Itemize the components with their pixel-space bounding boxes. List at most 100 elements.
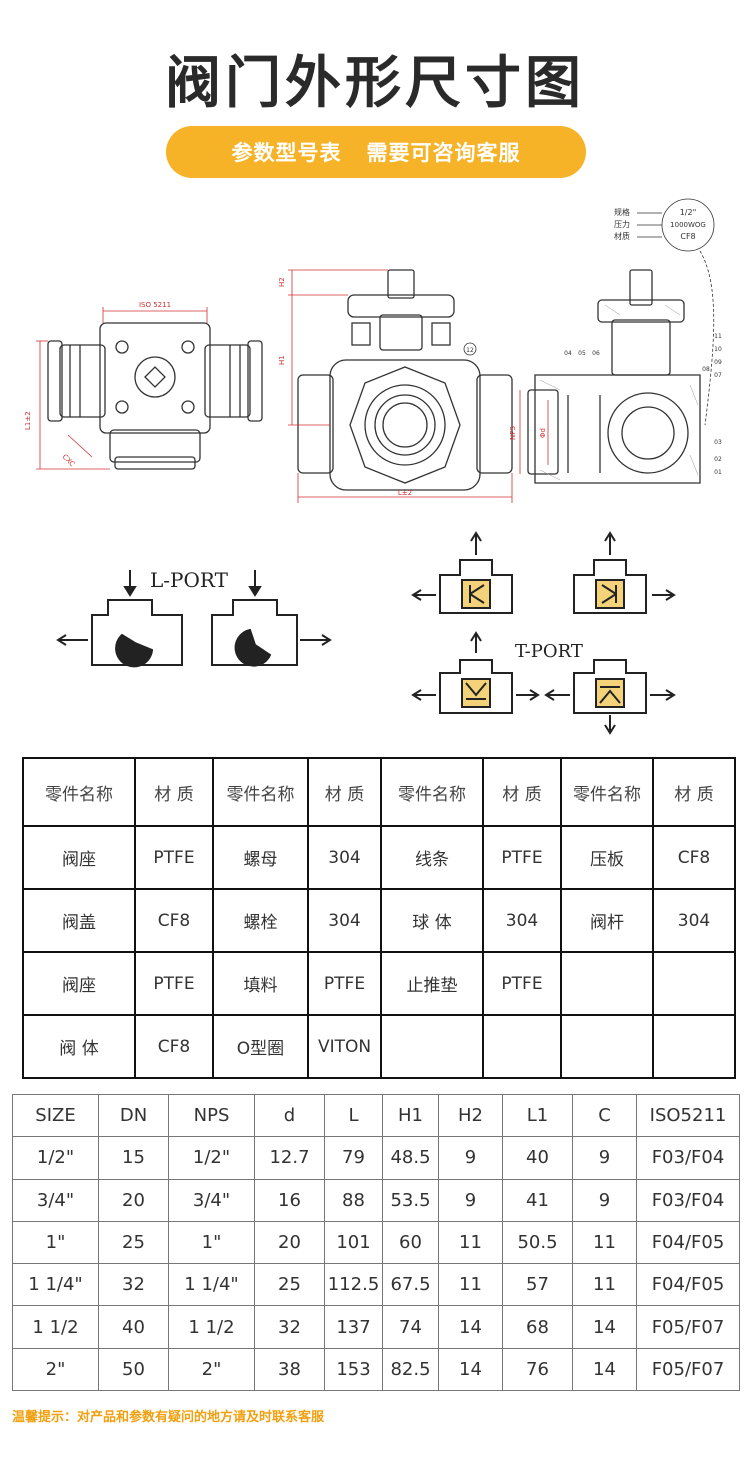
parts-header-cell: 零件名称: [22, 757, 136, 827]
parts-header-cell: 材 质: [134, 757, 214, 827]
spec-value-size: 1/2": [680, 208, 697, 217]
callout-01: 01: [714, 469, 722, 476]
size-cell: 20: [98, 1178, 169, 1222]
parts-cell: 填料: [212, 951, 309, 1016]
parts-cell: CF8: [134, 1014, 214, 1079]
parts-cell: [482, 1014, 562, 1079]
parts-cell: 球 体: [380, 888, 484, 953]
parts-cell: 阀盖: [22, 888, 136, 953]
size-cell: 15: [98, 1136, 169, 1180]
page-title: 阀门外形尺寸图: [165, 51, 585, 116]
callout-12: 12: [466, 347, 474, 354]
top-view-drawing: [47, 322, 263, 470]
size-header-cell: DN: [98, 1093, 169, 1138]
t-port-diagram-3: [411, 631, 540, 714]
section-view-drawing: [527, 269, 701, 484]
size-cell: 101: [324, 1220, 383, 1265]
parts-cell: 螺栓: [212, 888, 309, 953]
size-cell: 3/4": [12, 1178, 99, 1222]
valve-drawings: ISO 5211 L1±2 CXC H2 H1 L±2 12: [0, 195, 750, 735]
size-cell: 11: [438, 1263, 503, 1307]
size-cell: 16: [254, 1178, 325, 1222]
size-cell: 1 1/4": [168, 1263, 255, 1307]
size-cell: 3/4": [168, 1178, 255, 1222]
callout-04: 04: [564, 350, 572, 357]
size-header-cell: L1: [502, 1093, 573, 1138]
callout-06: 06: [592, 350, 600, 357]
parts-cell: [560, 1014, 654, 1079]
parts-cell: 止推垫: [380, 951, 484, 1016]
parts-header-cell: 材 质: [652, 757, 736, 827]
size-cell: 60: [382, 1220, 439, 1265]
size-cell: 82.5: [382, 1347, 439, 1392]
section-dimensions: [519, 390, 549, 474]
size-cell: 53.5: [382, 1178, 439, 1222]
size-cell: 41: [502, 1178, 573, 1222]
nps-label: NPS: [509, 426, 517, 440]
size-cell: 1 1/2: [12, 1305, 99, 1349]
top-view-dimensions: [36, 307, 208, 470]
size-cell: F04/F05: [636, 1220, 740, 1265]
size-cell: 1": [168, 1220, 255, 1265]
size-cell: 25: [98, 1220, 169, 1265]
h1-label: H1: [278, 355, 286, 365]
size-cell: F04/F05: [636, 1263, 740, 1307]
size-cell: 1 1/4": [12, 1263, 99, 1307]
size-cell: 1": [12, 1220, 99, 1265]
size-table-row: 1 1/4" 32 1 1/4" 25 112.5 67.5 11 57 11 …: [12, 1263, 740, 1307]
spec-bubble: [637, 198, 715, 426]
parts-cell: 304: [307, 825, 382, 890]
t-port-diagram-1: [411, 531, 513, 614]
parts-cell: 阀 体: [22, 1014, 136, 1079]
banner-left-text: 参数型号表: [231, 141, 342, 165]
d-label: Φd: [539, 428, 547, 438]
parts-table-row: 阀 体 CF8 O型圈 VITON: [22, 1014, 736, 1079]
size-cell: 11: [438, 1220, 503, 1265]
size-cell: 9: [572, 1178, 637, 1222]
size-cell: 68: [502, 1305, 573, 1349]
spec-label-size: 规格: [614, 207, 630, 217]
front-view-drawing: [297, 269, 513, 491]
parts-cell: 304: [652, 888, 736, 953]
size-header-cell: L: [324, 1093, 383, 1138]
size-table-row: 3/4" 20 3/4" 16 88 53.5 9 41 9 F03/F04: [12, 1178, 740, 1222]
size-cell: 1/2": [168, 1136, 255, 1180]
parts-cell: 阀座: [22, 951, 136, 1016]
l-port-diagram-left: [56, 570, 183, 668]
size-cell: F03/F04: [636, 1136, 740, 1180]
size-cell: 2": [168, 1347, 255, 1392]
parts-material-table: 零件名称 材 质 零件名称 材 质 零件名称 材 质 零件名称 材 质 阀座 P…: [22, 757, 736, 1079]
size-header-cell: H2: [438, 1093, 503, 1138]
parts-header-cell: 零件名称: [560, 757, 654, 827]
size-table-row: 1" 25 1" 20 101 60 11 50.5 11 F04/F05: [12, 1220, 740, 1265]
size-cell: 74: [382, 1305, 439, 1349]
size-table-row: 2" 50 2" 38 153 82.5 14 76 14 F05/F07: [12, 1347, 740, 1392]
size-cell: F03/F04: [636, 1178, 740, 1222]
size-cell: 40: [98, 1305, 169, 1349]
size-cell: 9: [438, 1136, 503, 1180]
parameter-banner: 参数型号表 需要可咨询客服: [166, 126, 586, 178]
parts-cell: [652, 1014, 736, 1079]
t-port-diagram-2: [573, 531, 676, 614]
parts-cell: 阀杆: [560, 888, 654, 953]
size-header-cell: SIZE: [12, 1093, 99, 1138]
parts-cell: [560, 951, 654, 1016]
lx2-label: L±2: [398, 489, 412, 497]
t-port-label: T-PORT: [515, 641, 583, 662]
parts-cell: O型圈: [212, 1014, 309, 1079]
parts-cell: 304: [482, 888, 562, 953]
callout-07: 07: [714, 372, 722, 379]
size-cell: 14: [438, 1305, 503, 1349]
parts-cell: [652, 951, 736, 1016]
parts-cell: CF8: [652, 825, 736, 890]
size-cell: 2": [12, 1347, 99, 1392]
spec-value-material: CF8: [680, 232, 695, 241]
banner-right-text: 需要可咨询客服: [366, 141, 521, 165]
size-cell: 14: [572, 1347, 637, 1392]
callout-03: 03: [714, 439, 722, 446]
spec-label-material: 材质: [614, 231, 630, 241]
parts-cell: PTFE: [482, 825, 562, 890]
size-cell: 11: [572, 1220, 637, 1265]
parts-cell: 阀座: [22, 825, 136, 890]
size-cell: 112.5: [324, 1263, 383, 1307]
